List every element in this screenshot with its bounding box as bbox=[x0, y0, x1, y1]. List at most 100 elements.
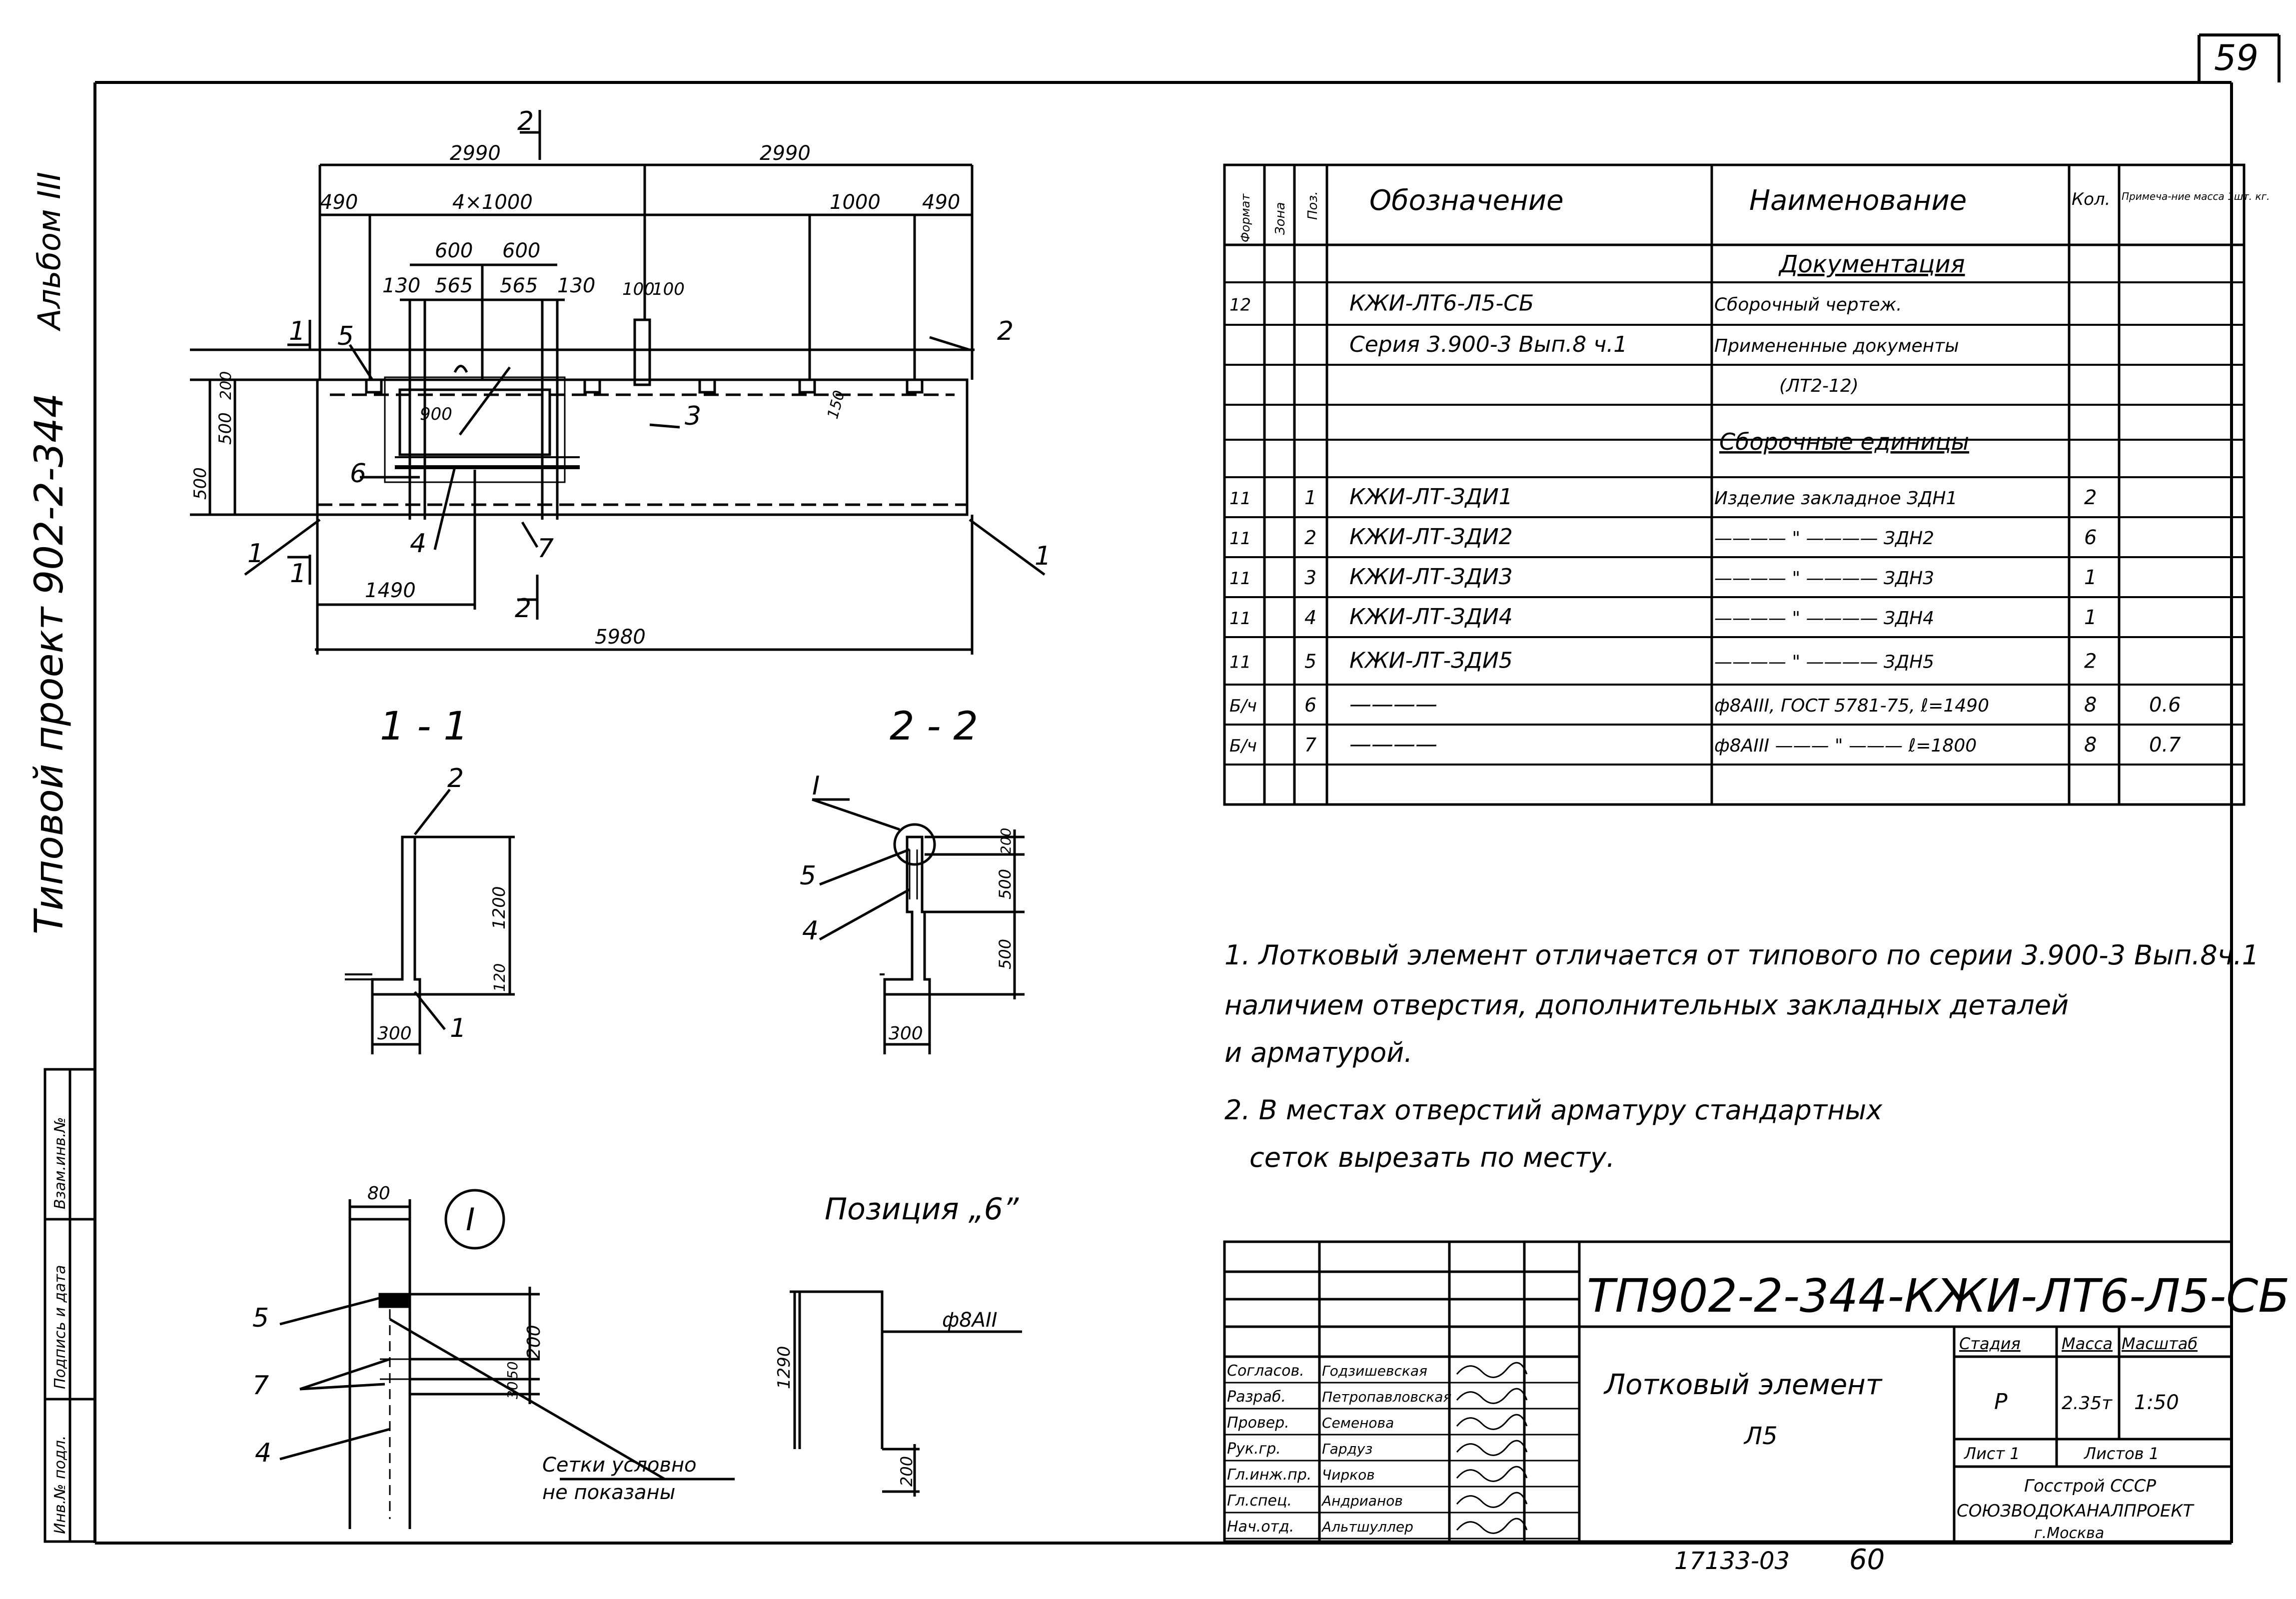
dim-2990-right: 2990 bbox=[760, 142, 811, 165]
title-block-people: Согласов.ГодзишевскаяРазраб.Петропавловс… bbox=[1227, 1362, 1528, 1536]
project-caption: Типовой проект 902-2-344 bbox=[27, 393, 72, 934]
tb-signature bbox=[1456, 1414, 1528, 1430]
section-mark-2-top: 2 bbox=[517, 106, 534, 136]
spec-section-documentation: Документация bbox=[1778, 250, 1965, 278]
section-mark-1-top: 1 bbox=[289, 316, 305, 346]
dim-100-a: 100 bbox=[622, 279, 655, 299]
spec-cell-fmt: 11 bbox=[1229, 569, 1251, 589]
node-I-dim-50: 50 bbox=[504, 1361, 521, 1379]
spec-cell-note: 0.6 bbox=[2149, 694, 2181, 717]
stamp-sign: Подпись и дата bbox=[51, 1265, 69, 1390]
note-line-1: 1. Лотковый элемент отличается от типово… bbox=[1224, 939, 2259, 971]
org-line-2: СОЮЗВОДОКАНАЛПРОЕКТ bbox=[1957, 1501, 2195, 1521]
spec-cell-des: КЖИ-ЛТ6-Л5-СБ bbox=[1349, 291, 1534, 316]
dim-900: 900 bbox=[420, 404, 452, 424]
drawing-name-1: Лотковый элемент bbox=[1603, 1369, 1883, 1401]
pos-2-label: 2 bbox=[997, 316, 1014, 346]
dim-500-b: 500 bbox=[215, 412, 235, 445]
spec-cell-qty: 1 bbox=[2084, 566, 2097, 589]
dim-150: 150 bbox=[824, 389, 849, 421]
tb-role: Гл.спец. bbox=[1227, 1492, 1292, 1510]
spec-cell-pos: 5 bbox=[1304, 651, 1316, 673]
node-I-dim-30: 30 bbox=[504, 1381, 521, 1399]
tb-signature bbox=[1456, 1440, 1528, 1456]
tb-signature bbox=[1456, 1362, 1528, 1378]
dim-490-left: 490 bbox=[320, 191, 358, 214]
bottom-number: 60 bbox=[1849, 1544, 1885, 1576]
spec-header-format: Формат bbox=[1238, 193, 1252, 242]
org-line-3: г.Москва bbox=[2034, 1525, 2104, 1542]
tb-role: Согласов. bbox=[1227, 1362, 1304, 1380]
dim-600-a: 600 bbox=[435, 239, 473, 262]
plan-labels: 2 2 1 1 5 2 3 6 4 7 1 1 bbox=[247, 106, 1051, 624]
spec-header-name: Наименование bbox=[1749, 184, 1967, 217]
spec-cell-des: КЖИ-ЛТ-ЗДИ5 bbox=[1349, 648, 1513, 674]
spec-cell-qty: 2 bbox=[2084, 486, 2097, 509]
mass-header: Масса bbox=[2062, 1334, 2113, 1353]
org-line-1: Госстрой СССР bbox=[2024, 1476, 2156, 1496]
pos-6-label: 6 bbox=[350, 459, 366, 489]
notes-block: 1. Лотковый элемент отличается от типово… bbox=[1224, 939, 2259, 1173]
spec-cell-name: ф8АIII, ГОСТ 5781-75, ℓ=1490 bbox=[1714, 696, 1989, 716]
dim-600-b: 600 bbox=[502, 239, 540, 262]
plan-view bbox=[190, 110, 1046, 655]
section-2-2-drawing bbox=[812, 798, 1025, 1054]
dim-490-right: 490 bbox=[922, 191, 960, 214]
node-I-pos-4: 4 bbox=[255, 1438, 271, 1468]
spec-cell-fmt: 11 bbox=[1229, 489, 1251, 509]
spec-table-headers: Формат Зона Поз. Обозначение Наименовани… bbox=[1238, 184, 2270, 242]
node-I-note-2: не показаны bbox=[542, 1481, 675, 1504]
dim-565-a: 565 bbox=[435, 274, 473, 297]
spec-section-assemblies: Сборочные единицы bbox=[1719, 428, 1969, 455]
spec-table-body: 1 2 КЖИ-ЛТ6-Л5-СБ Сборочный чертеж. Серия 3.… bbox=[1229, 291, 2181, 758]
spec-cell-des: ———— bbox=[1349, 732, 1437, 757]
tb-role: Провер. bbox=[1227, 1414, 1289, 1432]
spec-cell-name: Изделие закладное ЗДН1 bbox=[1714, 488, 1957, 509]
s22-dim-500-a: 500 bbox=[996, 869, 1015, 899]
spec-cell-note: 0.7 bbox=[2149, 734, 2181, 757]
spec-cell-des: КЖИ-ЛТ-ЗДИ3 bbox=[1349, 564, 1513, 590]
dim-200: 200 bbox=[217, 371, 235, 400]
dim-130-b: 130 bbox=[557, 274, 595, 297]
spec-cell-qty: 8 bbox=[2084, 694, 2097, 717]
tb-signature bbox=[1456, 1518, 1528, 1534]
s11-dim-300: 300 bbox=[377, 1023, 412, 1044]
spec-table-rows bbox=[1224, 281, 2244, 766]
pos-1-right-label: 1 bbox=[1035, 541, 1051, 571]
dim-565-b: 565 bbox=[500, 274, 538, 297]
tb-person-name: Годзишевская bbox=[1322, 1363, 1427, 1379]
spec-cell-name: ———— " ———— ЗДН4 bbox=[1714, 608, 1934, 629]
sheets-value: Листов 1 bbox=[2084, 1444, 2159, 1463]
spec-cell-fmt: 11 bbox=[1229, 529, 1251, 549]
s22-dim-500-b: 500 bbox=[996, 939, 1015, 969]
note-line-2: наличием отверстия, дополнительных закла… bbox=[1224, 989, 2069, 1021]
plan-dim-texts: 2990 2990 490 4×1000 1000 490 600 600 13… bbox=[190, 142, 960, 649]
spec-cell-name: ф8АIII ——— " ——— ℓ=1800 bbox=[1714, 736, 1977, 756]
spec-cell-qty: 1 bbox=[2084, 606, 2097, 629]
pos-1-left-label: 1 bbox=[247, 539, 264, 569]
spec-header-pos: Поз. bbox=[1305, 191, 1320, 220]
dim-500-a: 500 bbox=[190, 467, 210, 500]
tb-signature bbox=[1456, 1466, 1528, 1482]
pos-5-label: 5 bbox=[337, 321, 354, 351]
spec-cell-name: Сборочный чертеж. bbox=[1714, 295, 1902, 315]
title-block-person-lines bbox=[1224, 1382, 1579, 1540]
spec-cell-des: Серия 3.900-3 Вып.8 ч.1 bbox=[1349, 332, 1627, 357]
spec-cell-name: Примененные документы bbox=[1714, 336, 1959, 356]
s11-pos-2: 2 bbox=[447, 764, 464, 794]
pos-7-label: 7 bbox=[537, 534, 554, 564]
spec-table-grid bbox=[1223, 163, 2246, 806]
tb-role: Гл.инж.пр. bbox=[1227, 1466, 1311, 1484]
spec-header-designation: Обозначение bbox=[1369, 184, 1564, 217]
spec-header-zone: Зона bbox=[1273, 202, 1288, 235]
s22-dim-200: 200 bbox=[998, 828, 1014, 854]
pos-4-label: 4 bbox=[410, 529, 426, 559]
s22-pos-5: 5 bbox=[800, 861, 816, 891]
page-number: 59 bbox=[2214, 37, 2259, 78]
tb-person-name: Семенова bbox=[1322, 1415, 1394, 1431]
node-I-title: I bbox=[466, 1201, 475, 1238]
section-mark-2-bottom: 2 bbox=[515, 594, 531, 624]
stage-header: Стадия bbox=[1959, 1334, 2021, 1353]
mass-value: 2.35т bbox=[2062, 1393, 2113, 1414]
